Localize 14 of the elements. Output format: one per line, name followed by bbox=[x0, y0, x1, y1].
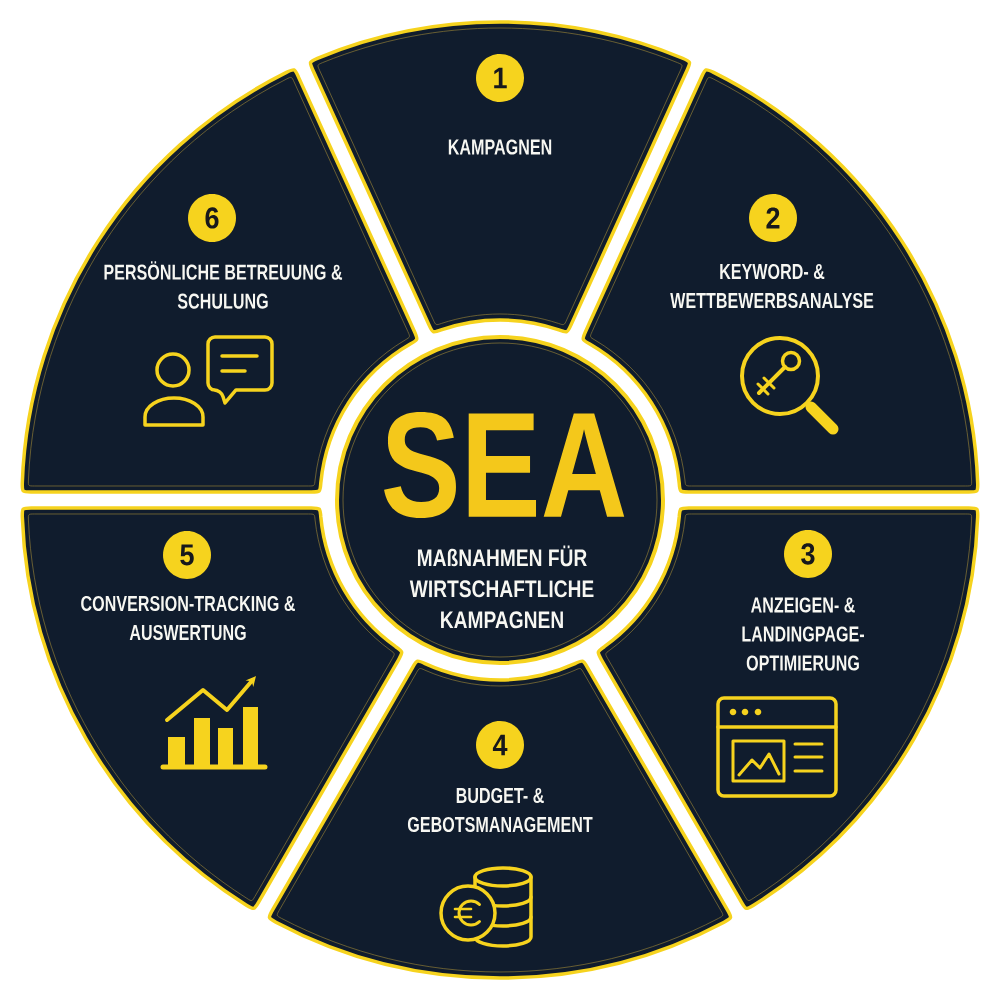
segment-title: CONVERSION-TRACKING & AUSWERTUNG bbox=[81, 595, 295, 641]
number-badge: 5 bbox=[163, 531, 211, 579]
segment-title: BUDGET- & GEBOTSMANAGEMENT bbox=[407, 787, 593, 833]
number-badge: 1 bbox=[476, 54, 524, 102]
number-badge: 3 bbox=[784, 530, 832, 578]
segment-title: PERSÖNLICHE BETREUUNG & SCHULUNG bbox=[104, 261, 343, 309]
segment-title: KEYWORD- & WETTBEWERBSANALYSE bbox=[670, 263, 874, 309]
segment-title: KAMPAGNEN bbox=[448, 139, 552, 155]
heading: SEA bbox=[384, 411, 625, 519]
subtitle: MAßNAHMEN FÜR WIRTSCHAFTLICHE KAMPAGNEN bbox=[409, 545, 594, 629]
segment-title: ANZEIGEN- & LANDINGPAGE-OPTIMIERUNG bbox=[742, 597, 864, 671]
number-badge: 4 bbox=[476, 721, 524, 769]
number-badge: 6 bbox=[188, 194, 236, 242]
number-badge: 2 bbox=[749, 194, 797, 242]
